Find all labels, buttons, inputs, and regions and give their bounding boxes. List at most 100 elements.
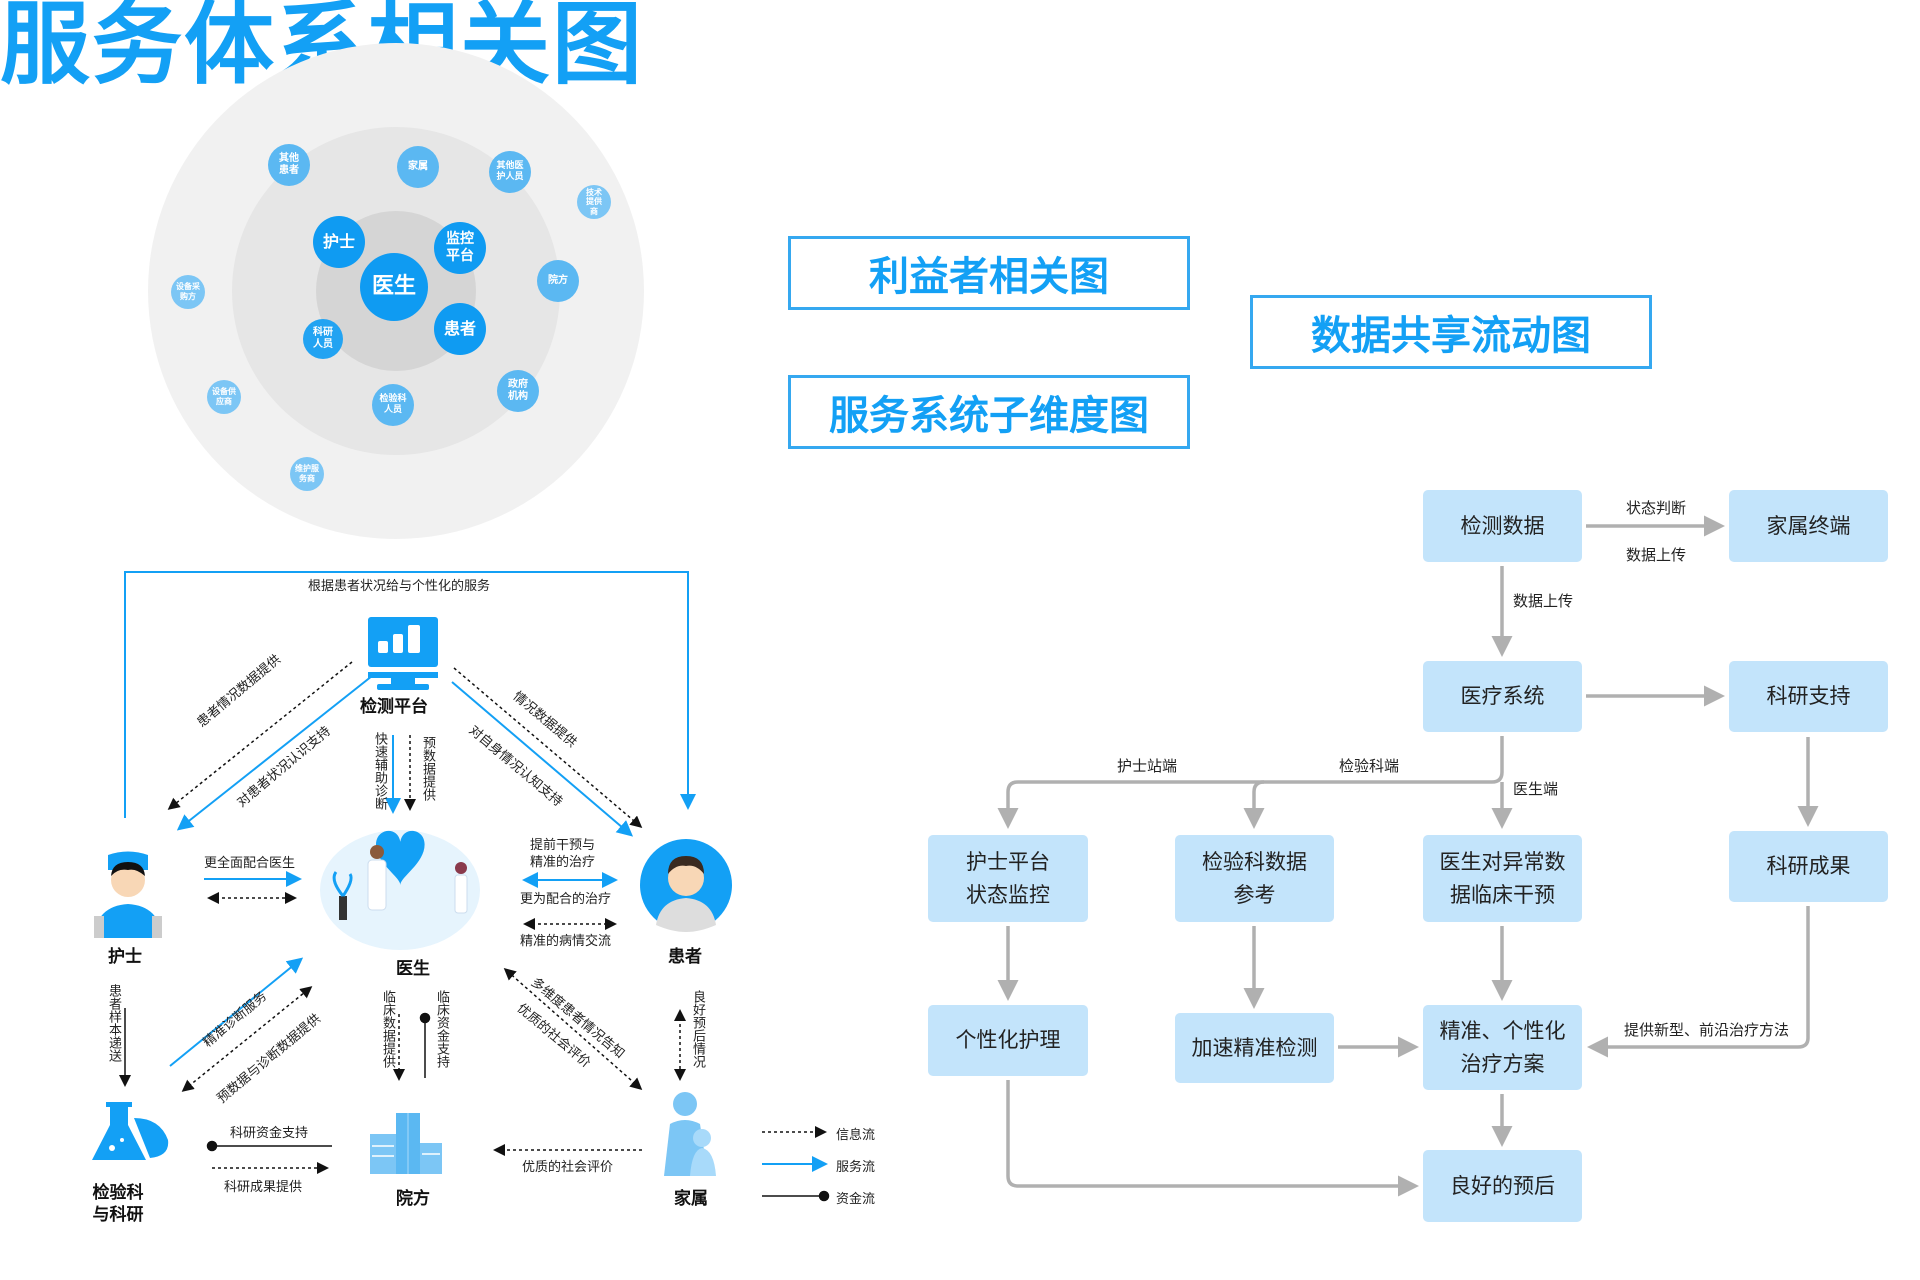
node-label: 监控平台: [446, 231, 474, 264]
legend-info: 信息流: [836, 1128, 876, 1143]
node-other-medical-staff[interactable]: 其他医护人员: [489, 151, 531, 193]
node-hospital[interactable]: 院方: [537, 260, 579, 302]
family-icon: [664, 1092, 716, 1176]
box-prognosis[interactable]: 良好的预后: [1423, 1150, 1582, 1222]
arrow-care-prognosis: [1006, 1080, 1419, 1197]
edge-platform-patient-service: [451, 681, 634, 837]
edge-platform-nurse-service: [176, 675, 373, 831]
node-label: 设备采购方: [176, 282, 200, 301]
box-family-terminal[interactable]: 家属终端: [1729, 490, 1888, 562]
box-label: 科研支持: [1766, 684, 1851, 709]
node-label: 院方: [548, 275, 568, 286]
flask-icon: [92, 1102, 169, 1160]
edge-label: 科研成果提供: [224, 1180, 303, 1195]
loop-label: 根据患者状况给与个性化的服务: [308, 579, 491, 594]
edge-label: 提前干预与精准的治疗: [530, 838, 596, 870]
stakeholder-diagram-button[interactable]: 利益者相关图: [788, 236, 1190, 310]
label-nurse-end: 护士站端: [1117, 757, 1178, 775]
node-doctor[interactable]: 医生: [360, 253, 428, 321]
box-doctor-intervene[interactable]: 医生对异常数 据临床干预: [1423, 835, 1582, 922]
label-upload-down: 数据上传: [1513, 592, 1574, 610]
node-label: 技术提供商: [586, 187, 602, 216]
node-patient[interactable]: 患者: [434, 303, 486, 355]
doctors-illustration: [320, 830, 480, 950]
node-label: 检验科人员: [379, 394, 407, 415]
node-researcher[interactable]: 科研人员: [303, 319, 343, 359]
node-maintenance-provider[interactable]: 维护服务商: [290, 457, 324, 491]
label-lab-end: 检验科端: [1339, 757, 1400, 775]
node-label: 其他医护人员: [496, 161, 524, 182]
edge-platform-patient-info: [453, 667, 643, 828]
lab-label: 检验科与科研: [92, 1183, 144, 1226]
edge-label: 临床数据提供: [380, 990, 395, 1068]
doctor-label: 医生: [396, 959, 430, 979]
node-label: 医生: [371, 273, 416, 299]
box-fast-detect[interactable]: 加速精准检测: [1175, 1013, 1334, 1083]
box-label: 良好的预后: [1450, 1173, 1555, 1198]
box-label: 精准、个性化 治疗方案: [1439, 1018, 1566, 1076]
box-label: 家属终端: [1766, 513, 1851, 538]
edge-label: 优质的社会评价: [522, 1160, 614, 1175]
box-precise-plan[interactable]: 精准、个性化 治疗方案: [1423, 1005, 1582, 1090]
data-flow-diagram-button[interactable]: 数据共享流动图: [1250, 295, 1652, 369]
patient-icon: [640, 839, 732, 932]
hospital-icon: [370, 1113, 442, 1174]
edge-platform-nurse-info: [167, 661, 353, 810]
node-label: 护士: [322, 232, 355, 252]
label-doctor-end: 医生端: [1513, 780, 1559, 798]
edge-label: 更为配合的治疗: [520, 892, 612, 907]
box-label: 检测数据: [1460, 513, 1545, 538]
box-medical-system[interactable]: 医疗系统: [1423, 661, 1582, 732]
label-state-judge: 状态判断: [1626, 499, 1687, 517]
box-label: 科研成果: [1766, 854, 1851, 879]
service-subdimension-button[interactable]: 服务系统子维度图: [788, 375, 1190, 449]
edge-label: 科研资金支持: [230, 1126, 309, 1141]
node-label: 设备供应商: [212, 387, 236, 406]
node-equipment-buyer[interactable]: 设备采购方: [171, 275, 205, 309]
box-label: 检验科数据 参考: [1202, 849, 1307, 907]
edge-label: 良好预后情况: [690, 990, 705, 1068]
node-government[interactable]: 政府机构: [497, 370, 539, 412]
edge-label: 临床资金支持: [434, 990, 449, 1068]
node-monitor-platform[interactable]: 监控平台: [434, 222, 486, 274]
node-label: 维护服务商: [295, 464, 319, 483]
box-label: 个性化护理: [955, 1028, 1061, 1053]
box-label: 护士平台 状态监控: [966, 849, 1050, 907]
box-research-support[interactable]: 科研支持: [1729, 661, 1888, 732]
nurse-icon: [94, 851, 162, 938]
node-other-patients[interactable]: 其他患者: [268, 144, 310, 186]
box-personal-care[interactable]: 个性化护理: [928, 1005, 1088, 1076]
box-nurse-platform[interactable]: 护士平台 状态监控: [928, 835, 1088, 922]
hospital-label: 院方: [396, 1189, 430, 1209]
node-lab-staff[interactable]: 检验科人员: [372, 384, 414, 426]
edge-label: 患者样本递送: [106, 984, 121, 1062]
node-nurse[interactable]: 护士: [313, 216, 365, 268]
node-equipment-supplier[interactable]: 设备供应商: [207, 380, 241, 414]
box-label: 加速精准检测: [1191, 1035, 1318, 1060]
edge-label: 更全面配合医生: [204, 856, 296, 871]
family-label: 家属: [674, 1189, 708, 1209]
legend-fund: 资金流: [836, 1192, 876, 1207]
box-label: 医生对异常数 据临床干预: [1439, 849, 1566, 907]
monitor-icon: [368, 617, 438, 690]
node-label: 其他患者: [279, 153, 299, 176]
label-new-method: 提供新型、前沿治疗方法: [1624, 1021, 1790, 1039]
box-lab-data[interactable]: 检验科数据 参考: [1175, 835, 1334, 922]
arrow-result-plan: [1587, 906, 1810, 1058]
legend-service: 服务流: [836, 1160, 876, 1175]
edge-label: 预数据提供: [420, 736, 435, 801]
patient-label: 患者: [668, 947, 702, 967]
edge-label: 快速辅助诊断: [372, 732, 387, 810]
node-tech-provider[interactable]: 技术提供商: [577, 185, 611, 219]
box-label: 医疗系统: [1460, 684, 1545, 709]
node-label: 患者: [443, 319, 476, 339]
arrow-medical-nurse: [997, 736, 1504, 829]
box-research-result[interactable]: 科研成果: [1729, 831, 1888, 902]
node-family[interactable]: 家属: [397, 146, 439, 188]
platform-label: 检测平台: [360, 697, 428, 717]
node-label: 科研人员: [313, 327, 333, 350]
arrow-medical-lab: [1243, 780, 1265, 829]
box-detect-data[interactable]: 检测数据: [1423, 490, 1582, 562]
